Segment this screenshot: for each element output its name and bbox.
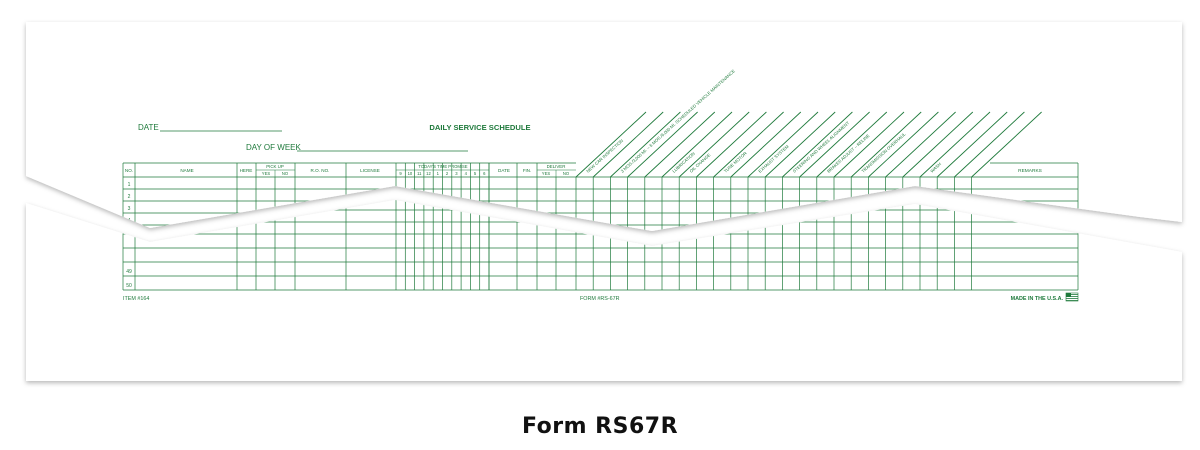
col-remarks: REMARKS xyxy=(1018,168,1042,174)
paper-bottom-piece xyxy=(26,200,1182,381)
form-illustration: DATE DAILY SERVICE SCHEDULE DAY OF WEEK … xyxy=(26,22,1182,381)
hour-label: 3 xyxy=(455,171,458,176)
hour-label: 2 xyxy=(446,171,449,176)
row-number: 49 xyxy=(126,269,132,275)
grid-line xyxy=(764,111,836,178)
hour-label: 9 xyxy=(399,171,402,176)
grid-line xyxy=(592,111,664,178)
row-number: 2 xyxy=(128,194,131,200)
grid-line xyxy=(627,111,698,178)
grid-line xyxy=(936,111,1008,178)
grid-line xyxy=(885,111,956,178)
hour-label: 6 xyxy=(483,171,486,176)
col-promise: TODAY'S TIME PROMISE xyxy=(418,164,467,169)
item-number: ITEM #164 xyxy=(123,296,149,302)
us-flag-icon xyxy=(1065,292,1079,302)
day-of-week-label: DAY OF WEEK xyxy=(246,143,301,152)
hour-label: 5 xyxy=(474,171,477,176)
form-number: FORM #RS-67R xyxy=(580,296,620,302)
form-caption: Form RS67R xyxy=(521,414,679,439)
grid-line xyxy=(696,111,767,178)
col-pickup-yes: YES xyxy=(262,171,271,176)
grid-line xyxy=(799,111,870,178)
grid-line xyxy=(850,111,922,178)
grid-line xyxy=(644,111,716,178)
grid-line xyxy=(661,111,733,178)
hour-label: 1 xyxy=(437,171,440,176)
col-ro: R.O. NO. xyxy=(311,168,330,173)
grid-line xyxy=(919,111,991,178)
col-deliver-yes: YES xyxy=(542,171,551,176)
grid-line xyxy=(902,111,974,178)
grid-line xyxy=(833,111,905,178)
grid-line xyxy=(747,111,819,178)
grid-line xyxy=(610,111,681,178)
col-deliver-no: NO xyxy=(563,171,570,176)
grid-line xyxy=(678,111,750,178)
paper-top-piece xyxy=(26,22,1182,231)
hour-label: 12 xyxy=(426,171,431,176)
col-fin: FIN. xyxy=(523,168,531,173)
grid-line xyxy=(954,111,1025,178)
grid-line xyxy=(971,111,1042,178)
grid-line xyxy=(730,111,802,178)
col-name: NAME xyxy=(180,168,193,173)
row-number: 3 xyxy=(128,206,131,212)
col-here: HERE xyxy=(240,168,253,173)
col-date: DATE xyxy=(498,168,510,173)
row-number: 1 xyxy=(128,182,131,188)
grid-line xyxy=(713,111,784,178)
form-title: DAILY SERVICE SCHEDULE xyxy=(429,123,530,132)
col-no: NO. xyxy=(125,168,133,173)
col-pickup: PICK UP xyxy=(266,164,284,169)
row-number: 4 xyxy=(128,218,131,224)
date-label: DATE xyxy=(138,123,159,132)
col-pickup-no: NO xyxy=(282,171,289,176)
row-number: 50 xyxy=(126,283,132,289)
grid-line xyxy=(782,111,853,178)
col-deliver: DELIVER xyxy=(547,164,566,169)
hour-label: 11 xyxy=(417,171,422,176)
grid-line xyxy=(575,111,647,178)
col-license: LICENSE xyxy=(360,168,380,173)
hour-label: 4 xyxy=(465,171,468,176)
grid-line xyxy=(816,111,888,178)
made-in-usa: MADE IN THE U.S.A. xyxy=(1011,296,1064,302)
hour-label: 10 xyxy=(408,171,413,176)
grid-line xyxy=(868,111,939,178)
